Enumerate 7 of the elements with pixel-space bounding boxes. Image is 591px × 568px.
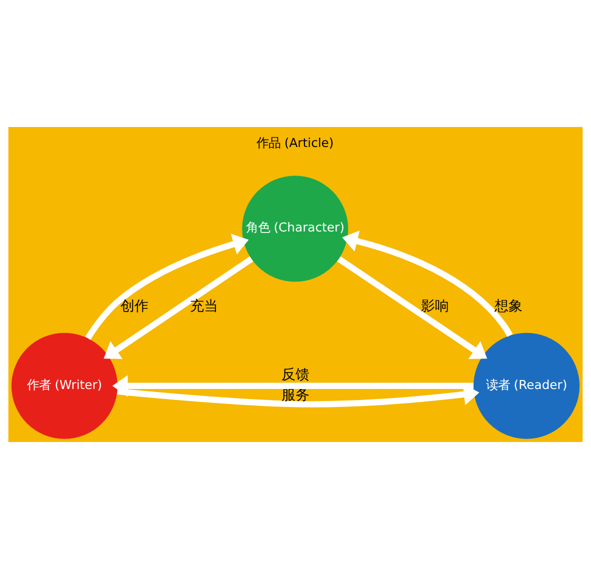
edge-label: 反馈 (282, 366, 310, 383)
edge-label: 创作 (120, 298, 149, 314)
edge-label: 想象 (494, 298, 522, 314)
node-label: 作品 (Article) (256, 135, 334, 150)
edge-label: 影响 (420, 298, 449, 314)
edge-label: 充当 (190, 298, 218, 314)
edge-label: 服务 (282, 386, 310, 403)
